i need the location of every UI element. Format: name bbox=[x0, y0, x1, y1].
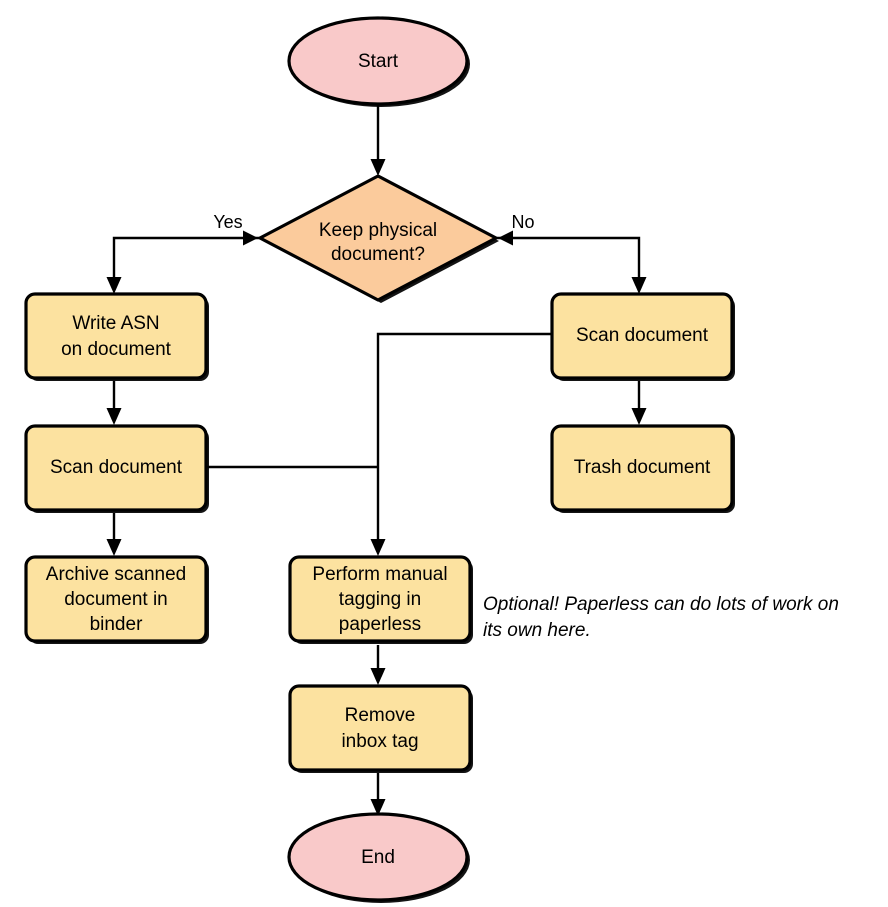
node-scan-document-left-label: Scan document bbox=[50, 457, 183, 478]
node-scan-document-right[interactable]: Scan document bbox=[550, 292, 735, 381]
node-perform-manual-tagging[interactable]: Perform manual tagging in paperless bbox=[288, 555, 473, 644]
node-archive-label-line1: Archive scanned bbox=[46, 564, 186, 585]
node-decision-keep-physical-document[interactable]: Keep physical document? bbox=[258, 174, 499, 303]
node-archive-label-line3: binder bbox=[90, 614, 143, 635]
node-end-label: End bbox=[361, 847, 395, 868]
edge-remove-inbox-tag-to-end bbox=[370, 773, 386, 816]
node-start-label: Start bbox=[358, 51, 399, 72]
edge-scan-left-to-manual-tagging bbox=[204, 465, 386, 556]
edge-scan-left-to-archive bbox=[106, 513, 122, 556]
node-write-asn-label-line2: on document bbox=[61, 339, 172, 360]
annotation-note-line2: its own here. bbox=[483, 620, 591, 641]
edge-start-to-decision bbox=[370, 102, 386, 176]
node-manual-tagging-label-line3: paperless bbox=[339, 614, 421, 635]
node-remove-inbox-tag-label-line2: inbox tag bbox=[341, 731, 418, 752]
edge-manual-tagging-to-remove-inbox-tag bbox=[370, 645, 386, 685]
node-remove-inbox-tag[interactable]: Remove inbox tag bbox=[288, 684, 473, 773]
node-decision-label-line2: document? bbox=[331, 244, 425, 265]
edge-no-to-scan-right bbox=[496, 230, 647, 294]
node-write-asn-label-line1: Write ASN bbox=[72, 313, 159, 334]
edge-scan-right-to-trash bbox=[631, 381, 647, 425]
node-trash-document-label: Trash document bbox=[574, 457, 711, 478]
node-archive-scanned-document[interactable]: Archive scanned document in binder bbox=[24, 555, 209, 644]
connectors bbox=[106, 102, 647, 816]
edge-yes-to-write-asn bbox=[106, 230, 260, 294]
node-scan-document-right-label: Scan document bbox=[576, 325, 709, 346]
node-remove-inbox-tag-label-line1: Remove bbox=[345, 705, 416, 726]
edge-scan-right-to-manual-tagging bbox=[376, 332, 552, 543]
node-manual-tagging-label-line2: tagging in bbox=[339, 589, 421, 610]
node-archive-label-line2: document in bbox=[64, 589, 168, 610]
node-end[interactable]: End bbox=[287, 812, 470, 903]
annotation-optional-note: Optional! Paperless can do lots of work … bbox=[483, 594, 839, 641]
node-trash-document[interactable]: Trash document bbox=[550, 424, 735, 513]
edge-label-no: No bbox=[511, 212, 534, 232]
node-write-asn-on-document[interactable]: Write ASN on document bbox=[24, 292, 209, 381]
node-scan-document-left[interactable]: Scan document bbox=[24, 424, 209, 513]
annotation-note-line1: Optional! Paperless can do lots of work … bbox=[483, 594, 839, 615]
edge-label-yes: Yes bbox=[213, 212, 242, 232]
edge-write-asn-to-scan-left bbox=[106, 381, 122, 425]
node-start[interactable]: Start bbox=[287, 16, 470, 107]
node-decision-label-line1: Keep physical bbox=[319, 220, 437, 241]
node-manual-tagging-label-line1: Perform manual bbox=[312, 564, 447, 585]
